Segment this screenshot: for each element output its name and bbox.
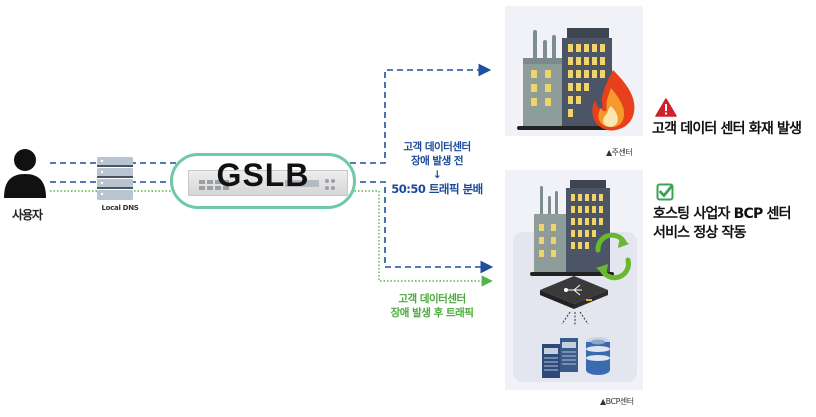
user-label: 사용자: [11, 208, 43, 222]
main-center-caption: ▲주센터: [606, 148, 633, 157]
down-arrow-icon: ↓: [432, 169, 442, 181]
main-center-illustration: [515, 20, 640, 136]
bcp-center-illustration: [530, 178, 640, 386]
local-dns-node: [96, 156, 134, 206]
fire-icon: [592, 70, 635, 131]
before-failure-note: 고객 데이터센터 장애 발생 전 ↓ 50:50 트래픽 분배: [382, 140, 492, 196]
user-node: [2, 146, 48, 206]
bcp-status-line2: 서비스 정상 작동: [653, 225, 747, 241]
local-dns-label: Local DNS: [101, 204, 139, 212]
building-icon: [530, 180, 614, 276]
database-icon: [586, 337, 610, 375]
bcp-center-caption: ▲BCP센터: [600, 397, 634, 406]
after-failure-line1: 고객 데이터센터: [398, 293, 466, 305]
traffic-line-bcp: [50, 181, 494, 274]
traffic-line-main: [50, 63, 492, 164]
warning-icon: [655, 98, 677, 121]
gslb-label: GSLB: [216, 157, 310, 193]
after-failure-note: 고객 데이터센터 장애 발생 후 트래픽: [372, 292, 492, 320]
user-icon: [4, 149, 46, 198]
server-icon: [542, 338, 578, 378]
server-stack-icon: [97, 157, 133, 200]
network-appliance-icon: [188, 170, 348, 196]
switch-icon: [540, 276, 608, 309]
distribution-arrows: [561, 311, 589, 326]
bcp-center-status: 호스팅 사업자 BCP 센터 서비스 정상 작동: [653, 205, 791, 243]
checkbox-checked-icon: [656, 183, 674, 205]
after-failure-line2: 장애 발생 후 트래픽: [390, 307, 474, 319]
before-failure-line2: 장애 발생 전: [410, 155, 464, 167]
main-center-status: 고객 데이터 센터 화재 발생: [652, 121, 802, 137]
before-failure-line3: 50:50 트래픽 분배: [391, 182, 483, 196]
bcp-status-line1: 호스팅 사업자 BCP 센터: [653, 206, 791, 222]
building-icon: [517, 28, 612, 130]
before-failure-line1: 고객 데이터센터: [403, 141, 471, 153]
